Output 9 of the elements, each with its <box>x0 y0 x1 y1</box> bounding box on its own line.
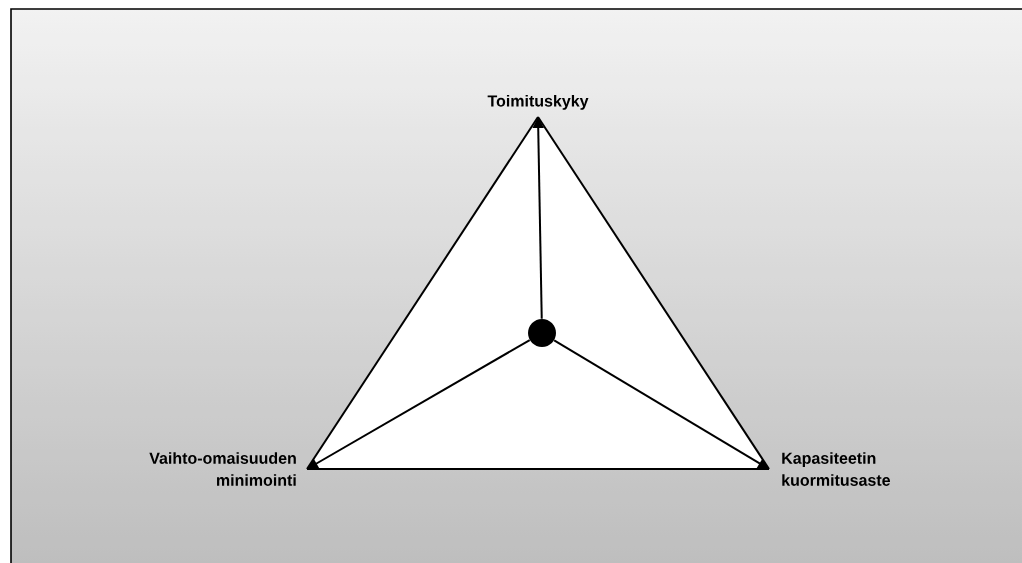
vertex-label: Vaihto-omaisuuden minimointi <box>149 452 296 486</box>
center-dot <box>528 319 556 347</box>
triangle-side <box>306 116 539 470</box>
vertex-label: Toimituskyky <box>487 94 589 110</box>
arrow <box>553 339 769 469</box>
vertex-label: Kapasiteetin kuormitusaste <box>782 452 890 486</box>
triangle-side <box>537 116 770 470</box>
triangle-side <box>306 468 770 470</box>
arrow <box>307 339 531 469</box>
